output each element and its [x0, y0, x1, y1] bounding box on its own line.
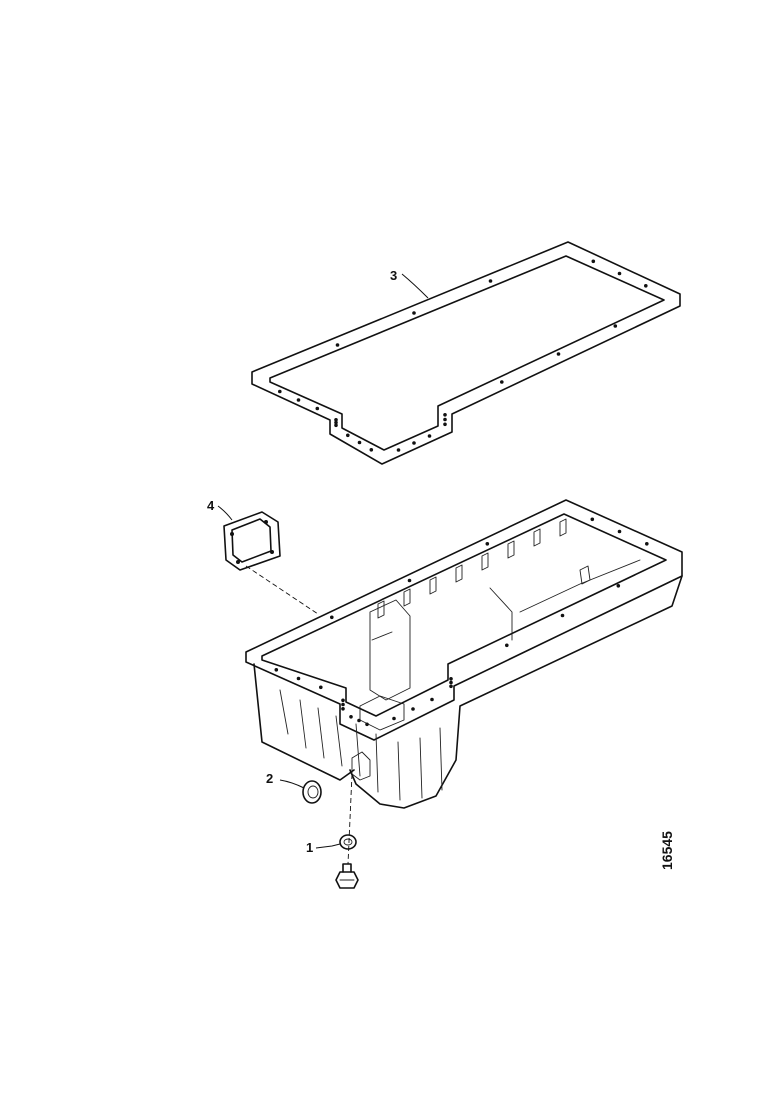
bolt-hole: [644, 284, 648, 288]
bolt-hole: [449, 677, 453, 681]
bolt-hole: [616, 584, 621, 588]
leader-line-2: [279, 779, 305, 789]
oil-pan: [245, 499, 683, 809]
bolt-hole: [617, 529, 622, 534]
bolt-hole: [617, 271, 622, 276]
bolt-hole: [357, 440, 362, 445]
assembly-line: [245, 565, 319, 615]
pan-rib: [533, 528, 541, 547]
bolt-hole: [449, 684, 453, 689]
bolt-hole: [613, 324, 618, 328]
gasket-part-4: [223, 511, 281, 571]
leader-line-4: [217, 505, 233, 521]
drain-assembly-line: [347, 773, 353, 865]
bolt-hole: [346, 433, 350, 438]
callout-4: 4: [207, 498, 215, 513]
bolt-hole: [365, 722, 369, 727]
leader-line-3: [401, 273, 429, 299]
bolt-hole: [357, 718, 361, 723]
leader-line-1: [315, 843, 341, 849]
bolt-hole: [407, 578, 412, 583]
bolt-hole: [334, 418, 338, 422]
washer-part-1: [339, 834, 357, 850]
bolt-hole: [369, 448, 374, 452]
bolt-hole: [412, 311, 416, 315]
bolt-hole: [443, 417, 447, 422]
pan-rib: [403, 588, 411, 607]
pan-rib: [429, 576, 437, 595]
bolt-hole: [296, 398, 301, 402]
bolt-hole: [505, 643, 509, 648]
pan-rib: [377, 600, 385, 619]
bolt-hole: [396, 448, 401, 452]
gasket-part-3: [251, 241, 681, 465]
bolt-hole: [335, 343, 340, 347]
bolt-hole: [449, 680, 453, 685]
pan-rib: [559, 518, 567, 537]
figure-number: 16545: [659, 831, 675, 870]
callout-1: 1: [306, 840, 313, 855]
bolt-hole: [334, 423, 338, 428]
bolt-hole: [341, 707, 345, 711]
bolt-hole: [645, 542, 649, 546]
bolt-hole: [315, 406, 320, 411]
bolt-hole: [349, 715, 353, 719]
bolt-hole: [488, 279, 493, 283]
pan-rib: [481, 552, 489, 571]
bolt-hole: [330, 615, 334, 620]
bolt-hole: [341, 702, 345, 707]
callout-2: 2: [266, 771, 273, 786]
bolt-hole: [500, 380, 504, 384]
bolt-hole: [334, 420, 338, 425]
callout-3: 3: [390, 268, 397, 283]
bolt-hole: [591, 259, 596, 264]
bolt-hole: [443, 413, 447, 417]
bolt-hole: [560, 613, 565, 618]
bolt-hole: [274, 668, 279, 672]
bolt-hole: [485, 542, 490, 546]
pan-rib: [507, 540, 515, 559]
bolt-hole: [443, 422, 447, 427]
bolt-hole: [430, 697, 434, 702]
bolt-hole: [590, 517, 595, 522]
bolt-hole: [412, 441, 416, 445]
bolt-hole: [411, 707, 415, 711]
bolt-hole: [319, 685, 323, 690]
bolt-hole: [427, 434, 432, 438]
bolt-hole: [556, 352, 561, 356]
bolt-hole: [341, 698, 345, 703]
drain-plug: [335, 863, 359, 889]
pan-rib: [455, 564, 463, 583]
bolt-hole: [296, 676, 301, 681]
bolt-hole: [392, 716, 396, 721]
bolt-hole: [278, 389, 282, 394]
seal-part-2: [302, 780, 322, 804]
